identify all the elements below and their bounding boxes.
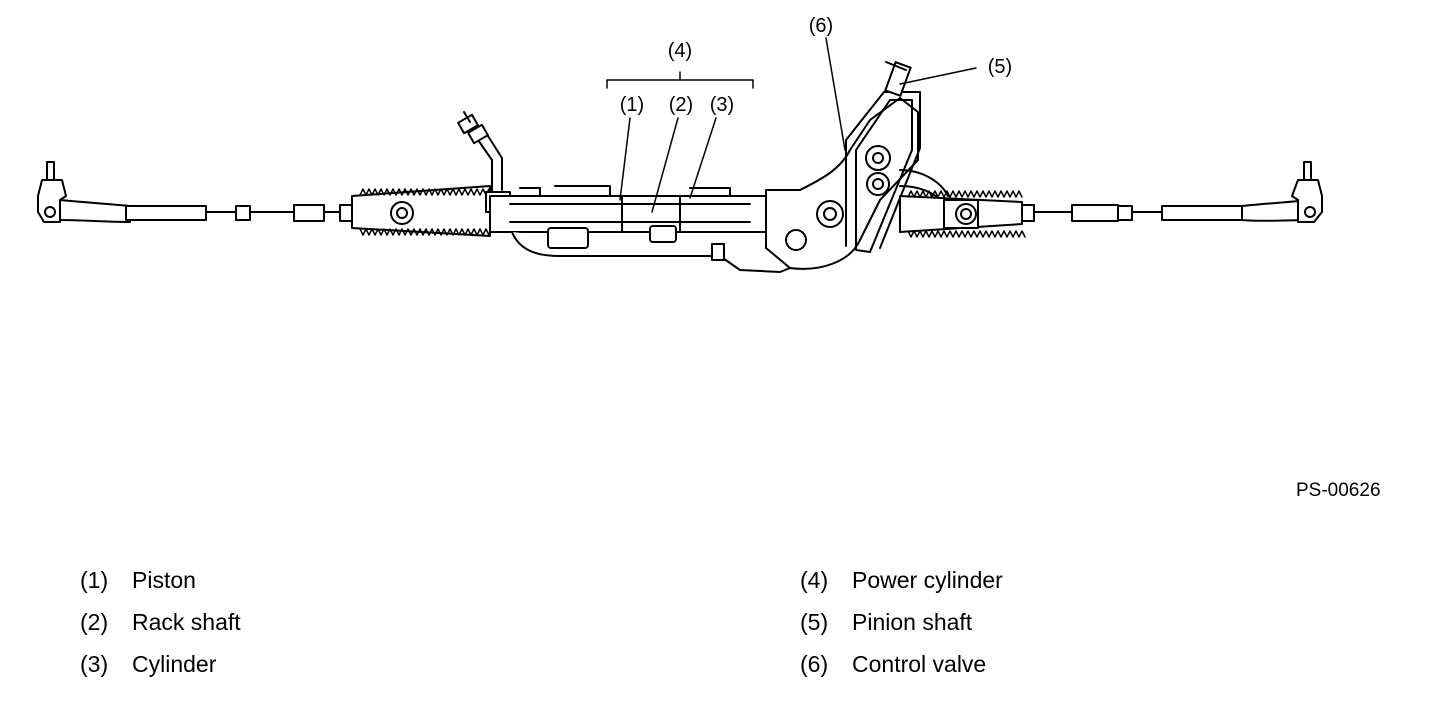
right-boot xyxy=(899,190,1026,238)
left-boot xyxy=(351,185,493,237)
left-tie-rod xyxy=(125,204,353,222)
legend-label: Power cylinder xyxy=(852,567,1003,593)
legend-number: (6) xyxy=(800,651,829,677)
legend-label: Control valve xyxy=(852,651,987,677)
rack-housing xyxy=(485,185,801,273)
legend-label: Piston xyxy=(132,567,196,593)
legend-number: (1) xyxy=(80,567,109,593)
legend-number: (4) xyxy=(800,567,829,593)
legend-item: (6) Control valve xyxy=(800,651,1400,693)
legend-left: (1) Piston (2) Rack shaft (3) Cylinder xyxy=(80,567,680,693)
legend-item: (2) Rack shaft xyxy=(80,609,680,651)
callout-3: (3) xyxy=(710,94,734,116)
callout-1: (1) xyxy=(620,94,644,116)
legend-label: Rack shaft xyxy=(132,609,241,635)
legend-item: (4) Power cylinder xyxy=(800,567,1400,609)
legend-label: Cylinder xyxy=(132,651,217,677)
right-tie-rod-end xyxy=(1291,161,1323,223)
callout-6: (6) xyxy=(809,15,833,37)
legend-item: (3) Cylinder xyxy=(80,651,680,693)
legend-item: (5) Pinion shaft xyxy=(800,609,1400,651)
legend-label: Pinion shaft xyxy=(852,609,973,635)
left-tie-rod-end xyxy=(37,161,131,223)
callout-2: (2) xyxy=(669,94,693,116)
legend-number: (3) xyxy=(80,651,109,677)
legend-number: (2) xyxy=(80,609,109,635)
legend-number: (5) xyxy=(800,609,829,635)
valve-housing xyxy=(765,61,949,270)
leader-lines xyxy=(606,37,977,213)
figure-code: PS-00626 xyxy=(1296,480,1381,501)
legend-item: (1) Piston xyxy=(80,567,680,609)
callout-4: (4) xyxy=(668,40,692,62)
steering-rack-diagram: (4) (1) (2) (3) (6) (5) xyxy=(37,15,1323,273)
legend-right: (4) Power cylinder (5) Pinion shaft (6) … xyxy=(800,567,1400,693)
connector xyxy=(457,111,503,193)
right-tie-rod xyxy=(1021,199,1311,222)
callout-5: (5) xyxy=(988,56,1012,78)
